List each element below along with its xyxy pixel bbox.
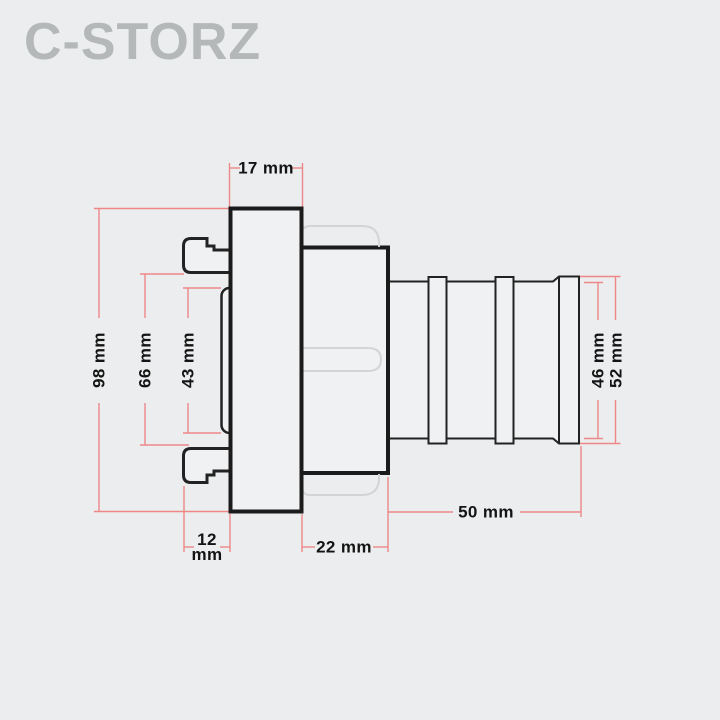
cam-lug-bottom (182, 447, 233, 484)
dim-label-lug-depth: 12 mm (191, 530, 223, 564)
ghost-edge-band (302, 347, 383, 372)
dim-label-body-length: 22 mm (316, 537, 372, 557)
dim-label-lug-depth-unit: mm (191, 545, 223, 564)
dimension-lines (94, 163, 621, 552)
dim-label-lug-depth-value: 12 (197, 530, 217, 549)
barb-rib (494, 276, 515, 445)
dim-label-barb-length: 50 mm (458, 502, 514, 522)
ghost-edge-bottom (301, 474, 380, 496)
dim-label-flange-width: 17 mm (238, 158, 294, 178)
dim-label-lug-inner-diameter: 66 mm (135, 332, 155, 388)
brand-logo: C-STORZ (24, 13, 262, 71)
coupling-body-outline (299, 245, 390, 475)
dim-label-seal-inner-diameter: 43 mm (178, 332, 198, 388)
coupling-flange-outline (228, 206, 304, 514)
barb-rib (427, 276, 448, 445)
dim-label-outer-diameter: 98 mm (89, 332, 109, 388)
cam-lug-top (182, 237, 233, 274)
ghost-edge-top (301, 225, 380, 247)
dim-label-barb-body-diameter: 46 mm (588, 332, 608, 388)
hose-barb-outline (387, 275, 580, 445)
dim-label-barb-crest-diameter: 52 mm (606, 332, 626, 388)
barb-body (387, 275, 580, 445)
